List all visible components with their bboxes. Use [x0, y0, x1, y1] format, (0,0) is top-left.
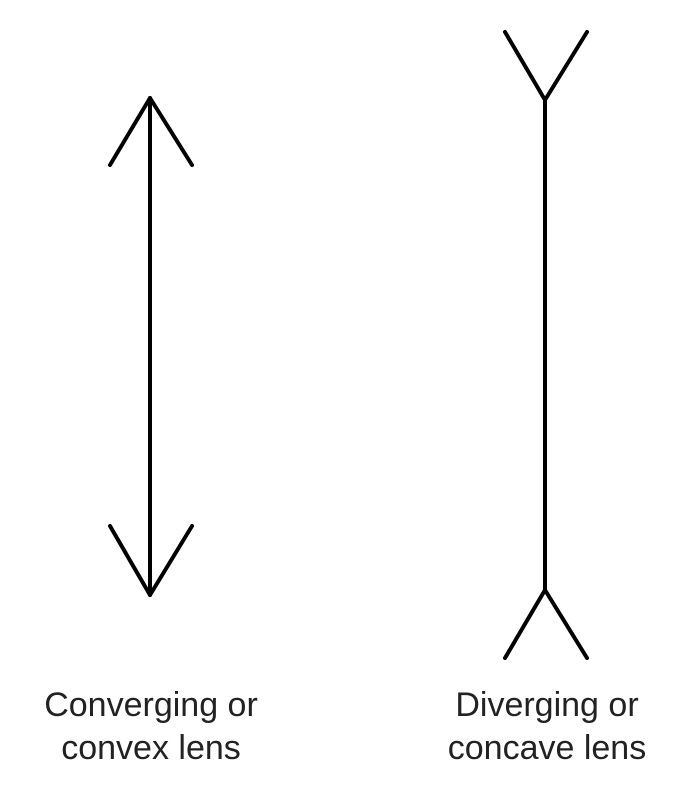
converging-lens-bottom-arrowhead [108, 524, 194, 597]
diverging-lens-caption-line2: concave lens [447, 729, 647, 768]
diverging-lens-symbol [503, 30, 589, 660]
diverging-lens-bottom-arrowhead [503, 588, 589, 660]
converging-lens-caption-line2: convex lens [61, 729, 241, 768]
converging-lens-top-arrowhead [108, 96, 194, 167]
diverging-lens-top-arrowhead [503, 30, 589, 102]
diverging-lens-caption-line1: Diverging or [455, 686, 639, 724]
converging-lens-symbol [108, 96, 194, 597]
converging-lens-caption-line1: Converging or [44, 686, 258, 724]
diverging-lens-caption: Diverging or concave lens [392, 684, 689, 770]
converging-lens-caption: Converging or convex lens [0, 684, 302, 770]
